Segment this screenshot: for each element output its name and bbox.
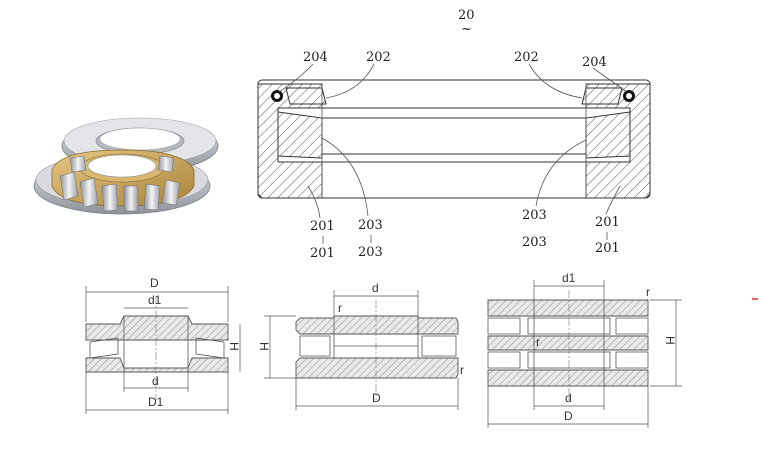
callout-201-left-a: 201 <box>310 219 335 234</box>
d3-label-d: d <box>565 391 572 405</box>
callout-204-left: 204 <box>303 50 328 65</box>
figure-number: 20 <box>458 8 475 23</box>
d2-label-r-top: r <box>338 301 342 315</box>
d2-label-r-right: r <box>460 363 464 377</box>
callout-201-left-b: 201 <box>310 246 335 261</box>
callout-204-right: 204 <box>582 55 607 70</box>
dimension-drawing-2: d r r H D <box>257 281 464 410</box>
callout-202-left: 202 <box>366 50 391 65</box>
callout-201-right-a: 201 <box>595 215 620 230</box>
d1-label-H: H <box>227 342 241 351</box>
callout-203-right-a: 203 <box>522 208 547 223</box>
d1-label-D1: D1 <box>148 395 164 409</box>
d3-label-d1: d1 <box>562 271 576 285</box>
dimension-drawing-1: D d1 H d D1 <box>85 276 241 414</box>
callout-203-left-a: 203 <box>358 218 383 233</box>
d1-label-D: D <box>150 276 159 290</box>
callout-202-right: 202 <box>514 50 539 65</box>
bearing-photo <box>33 117 219 215</box>
section-drawing-20: 20 ~ 204 202 <box>257 8 651 261</box>
d1-label-d: d <box>152 374 159 388</box>
d2-label-D: D <box>372 391 381 405</box>
callout-203-right-b: 203 <box>522 235 547 250</box>
callout-203-left-b: 203 <box>358 245 383 260</box>
d3-label-D: D <box>564 409 573 423</box>
callout-201-right-b: 201 <box>595 241 620 256</box>
dimension-drawing-3: d1 r r H d D <box>487 271 682 428</box>
figure-tilde: ~ <box>461 22 472 37</box>
d3-label-r-mid: r <box>536 335 540 349</box>
d3-label-r-top: r <box>646 285 650 299</box>
d2-label-d: d <box>372 281 379 295</box>
d1-label-d1: d1 <box>148 293 162 307</box>
d3-label-H: H <box>663 336 677 345</box>
d2-label-H: H <box>257 342 271 351</box>
